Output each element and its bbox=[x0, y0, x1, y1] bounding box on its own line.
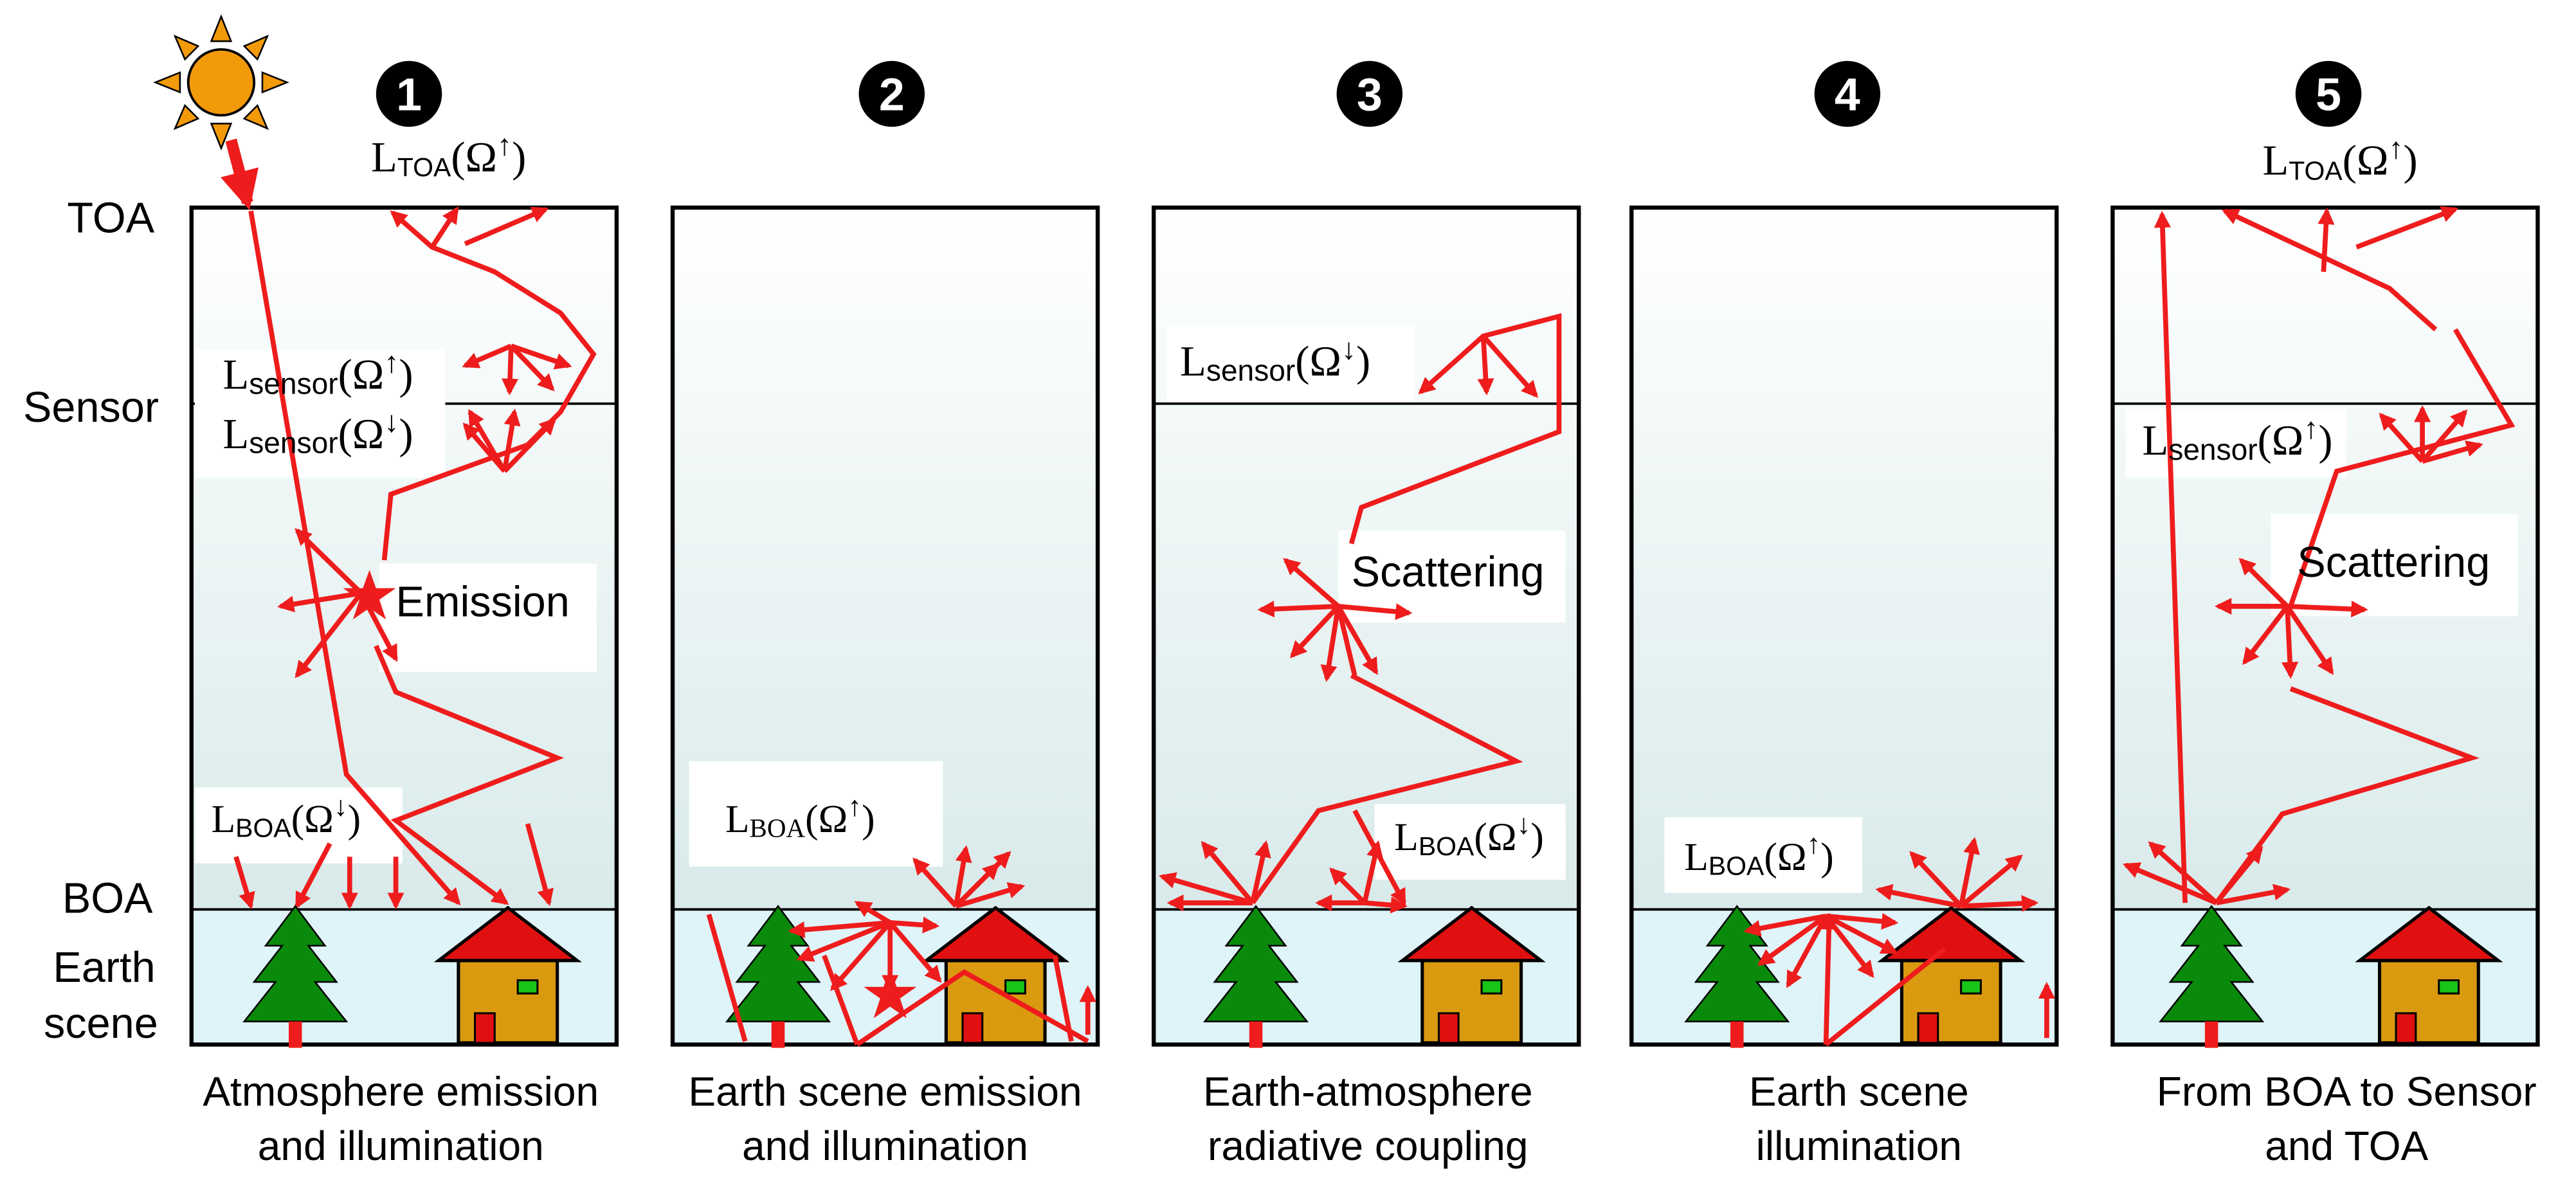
scattering-label-panel-3: Scattering bbox=[1352, 548, 1545, 596]
caption-5-line2: and TOA bbox=[2265, 1123, 2428, 1169]
panel-3 bbox=[1151, 205, 1581, 1049]
sensor-label: Sensor bbox=[23, 384, 159, 431]
l-boa-down-label-panel-1: LBOA(Ω↓) bbox=[212, 791, 361, 842]
svg-text:LBOA(Ω↓): LBOA(Ω↓) bbox=[1394, 809, 1544, 860]
caption-3-line2: radiative coupling bbox=[1208, 1123, 1528, 1169]
toa-label: TOA bbox=[67, 194, 154, 242]
sun-icon bbox=[153, 14, 289, 151]
l-boa-up-label-panel-2: LBOA(Ω↑) bbox=[725, 791, 875, 842]
emission-star-icon bbox=[343, 570, 396, 620]
panel-5 bbox=[2110, 205, 2540, 1049]
earth-scene-label-line2: scene bbox=[44, 1000, 158, 1047]
svg-text:LTOA(Ω↑): LTOA(Ω↑) bbox=[371, 129, 526, 182]
l-boa-down-label-panel-3: LBOA(Ω↓) bbox=[1394, 809, 1544, 860]
panel-number-3: 3 bbox=[1336, 60, 1403, 127]
svg-text:2: 2 bbox=[879, 69, 905, 121]
svg-text:3: 3 bbox=[1357, 69, 1383, 121]
caption-3-line1: Earth-atmosphere bbox=[1203, 1068, 1533, 1114]
svg-text:LTOA(Ω↑): LTOA(Ω↑) bbox=[2263, 132, 2418, 185]
l-sensor-down-label-panel-3: Lsensor(Ω↓) bbox=[1180, 333, 1370, 387]
caption-1-line1: Atmosphere emission bbox=[203, 1068, 599, 1114]
earth-scene-label-line1: Earth bbox=[53, 944, 155, 992]
panel-number-1: 1 bbox=[376, 60, 442, 127]
panel-4 bbox=[1629, 205, 2059, 1049]
svg-text:Lsensor(Ω↑): Lsensor(Ω↑) bbox=[2143, 412, 2333, 466]
l-sensor-up-label-panel-5: Lsensor(Ω↑) bbox=[2143, 412, 2333, 466]
svg-text:LBOA(Ω↓): LBOA(Ω↓) bbox=[212, 791, 361, 842]
svg-text:LBOA(Ω↑): LBOA(Ω↑) bbox=[725, 791, 875, 842]
l-sensor-down-label-panel-1: Lsensor(Ω↓) bbox=[223, 405, 413, 459]
panel-number-4: 4 bbox=[1814, 60, 1881, 127]
caption-4-line2: illumination bbox=[1756, 1123, 1962, 1169]
svg-text:Lsensor(Ω↓): Lsensor(Ω↓) bbox=[1180, 333, 1370, 387]
svg-text:LBOA(Ω↑): LBOA(Ω↑) bbox=[1684, 829, 1834, 880]
svg-text:5: 5 bbox=[2316, 69, 2341, 121]
l-boa-up-label-panel-4: LBOA(Ω↑) bbox=[1684, 829, 1834, 880]
caption-4-line1: Earth scene bbox=[1749, 1068, 1969, 1114]
caption-2-line1: Earth scene emission bbox=[688, 1068, 1082, 1114]
svg-text:Lsensor(Ω↓): Lsensor(Ω↓) bbox=[223, 405, 413, 459]
svg-text:1: 1 bbox=[396, 69, 422, 121]
panel-1 bbox=[189, 138, 619, 1049]
l-sensor-up-label-panel-1: Lsensor(Ω↑) bbox=[223, 346, 413, 400]
panel-2 bbox=[670, 205, 1100, 1049]
svg-text:4: 4 bbox=[1835, 69, 1860, 121]
l-toa-up-label-panel-1: LTOA(Ω↑) bbox=[371, 129, 526, 182]
emission-label: Emission bbox=[396, 578, 570, 626]
caption-1-line2: and illumination bbox=[258, 1123, 544, 1169]
panel-number-5: 5 bbox=[2295, 60, 2362, 127]
caption-5-line1: From BOA to Sensor bbox=[2157, 1068, 2537, 1114]
earth-emission-star-icon bbox=[864, 968, 917, 1019]
l-toa-up-label-panel-5: LTOA(Ω↑) bbox=[2263, 132, 2418, 185]
svg-text:Lsensor(Ω↑): Lsensor(Ω↑) bbox=[223, 346, 413, 400]
scattering-label-panel-5: Scattering bbox=[2297, 539, 2490, 586]
panel-number-2: 2 bbox=[858, 60, 925, 127]
boa-label: BOA bbox=[62, 874, 153, 922]
caption-2-line2: and illumination bbox=[742, 1123, 1028, 1169]
